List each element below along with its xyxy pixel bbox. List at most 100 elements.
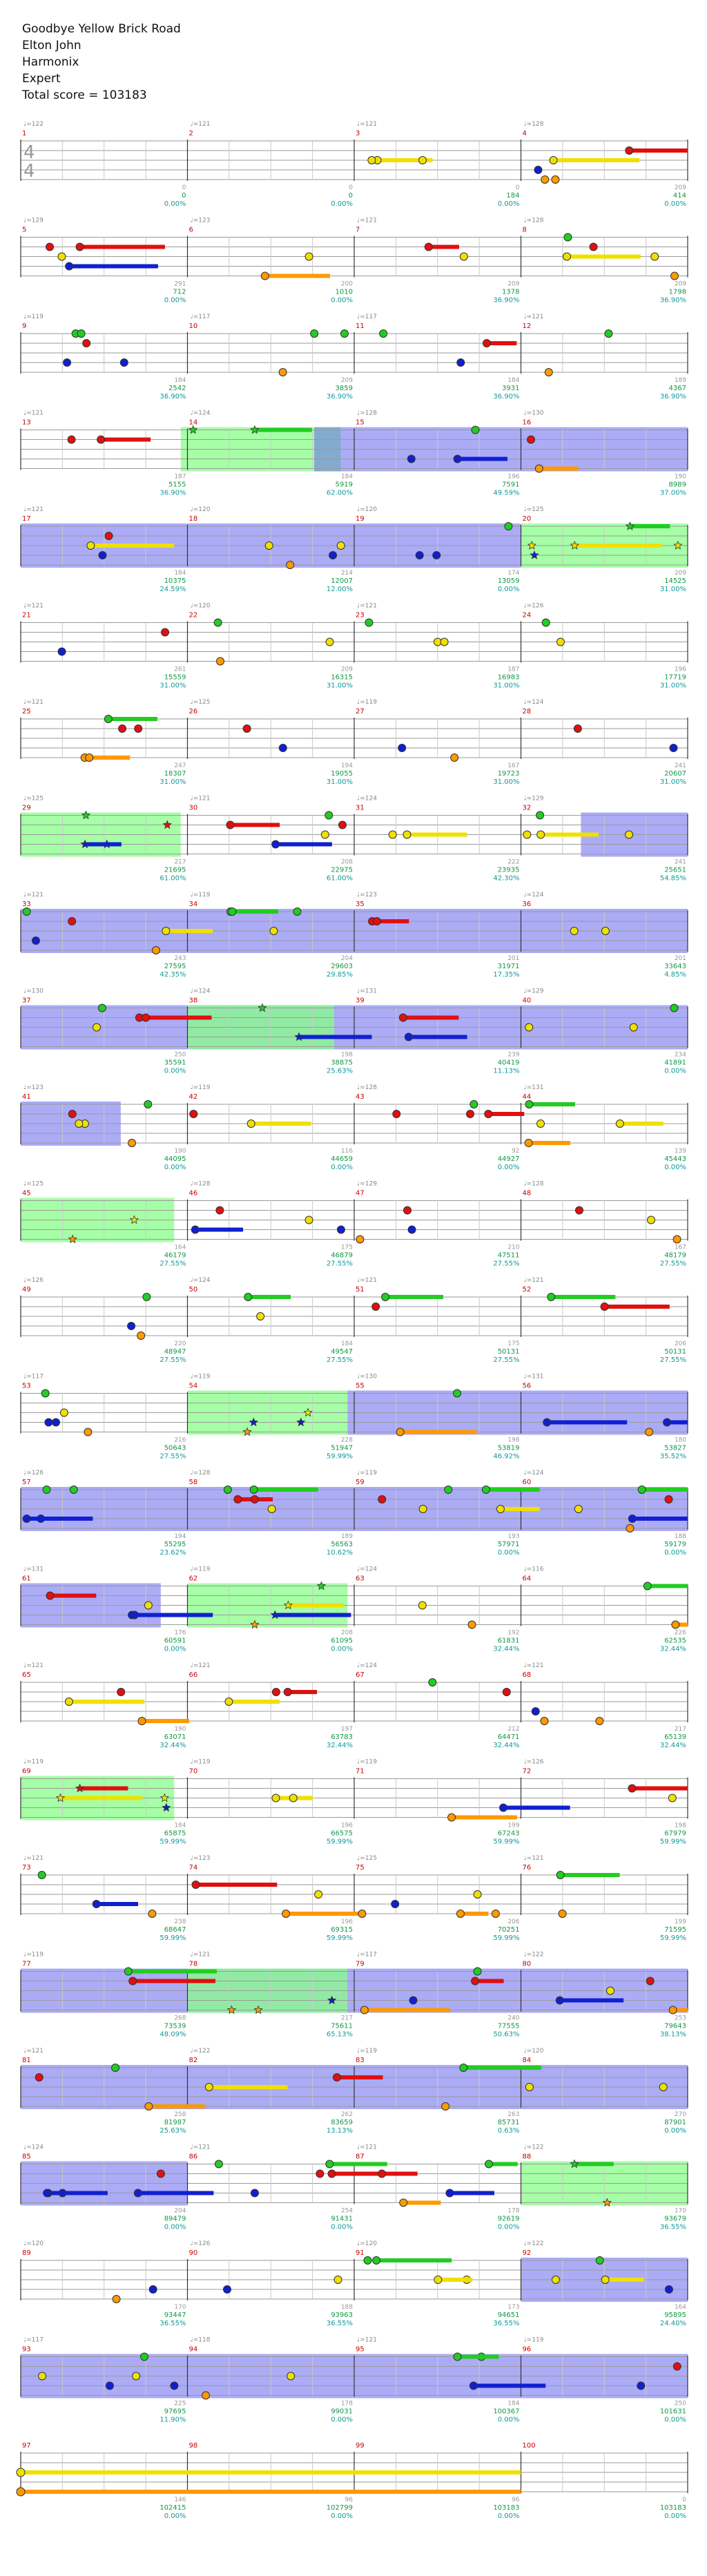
measure-number: 51 [356, 1286, 365, 1294]
note-gem [502, 1688, 511, 1696]
bpm-marker: ♩=121 [23, 2048, 43, 2055]
note-gem [286, 561, 295, 569]
overdrive-percent: 0.00% [164, 1068, 186, 1075]
overdrive-percent: 0.00% [664, 2416, 686, 2424]
measure-score: 1798 [669, 289, 686, 296]
overdrive-percent: 31.00% [159, 682, 186, 690]
measure-score: 91431 [331, 2215, 353, 2223]
measure-number: 44 [523, 1093, 532, 1101]
measure-number: 18 [189, 515, 198, 523]
measure-length: 96 [512, 2497, 520, 2503]
note-gem [444, 1486, 453, 1494]
note-gem [541, 618, 550, 627]
measure-number: 85 [22, 2153, 31, 2161]
measure-length: 178 [507, 2208, 519, 2215]
bpm-marker: ♩=126 [23, 1277, 43, 1284]
measure-number: 53 [22, 1383, 31, 1390]
measure-score: 44927 [498, 1155, 520, 1163]
note-gem [242, 724, 251, 733]
note-gem [615, 1119, 624, 1128]
measure-score: 53819 [498, 1445, 520, 1452]
measure-number: 76 [523, 1864, 532, 1872]
overdrive-percent: 0.00% [164, 1646, 186, 1653]
bpm-marker: ♩=124 [357, 796, 377, 802]
note-gem [191, 1225, 200, 1234]
measure-length: 209 [341, 666, 353, 673]
bpm-marker: ♩=121 [23, 1662, 43, 1669]
note-gem [97, 1003, 106, 1012]
note-gem [340, 329, 349, 338]
bpm-marker: ♩=119 [191, 1374, 211, 1381]
measure-score: 7591 [502, 481, 519, 489]
note-gem [35, 2073, 43, 2082]
bpm-marker: ♩=126 [191, 2240, 211, 2247]
measure-number: 71 [356, 1768, 365, 1776]
measure-number: 39 [356, 997, 365, 1005]
note-gem [128, 1139, 137, 1147]
overdrive-percent: 0.00% [664, 1164, 686, 1171]
measure-score: 23935 [498, 867, 520, 874]
overdrive-percent: 0.00% [498, 1549, 520, 1557]
measure-number: 59 [356, 1479, 365, 1486]
note-gem [367, 156, 376, 164]
note-gem [556, 1871, 565, 1879]
note-gem [469, 2381, 478, 2390]
measure-score: 67979 [664, 1830, 686, 1838]
overdrive-percent: 12.00% [327, 586, 353, 593]
bpm-marker: ♩=120 [357, 506, 377, 513]
note-gem [664, 2285, 673, 2294]
measure-length: 0 [349, 184, 353, 191]
note-gem [604, 329, 613, 338]
measure-length: 209 [507, 281, 519, 288]
measure-score: 35591 [164, 1059, 186, 1067]
overdrive-percent: 48.09% [159, 2031, 186, 2039]
measure-score: 93447 [164, 2311, 186, 2319]
measure-score: 44095 [164, 1155, 186, 1163]
note-gem [415, 551, 424, 559]
star-note [250, 425, 260, 434]
measure-length: 196 [341, 1919, 353, 1925]
measure-length: 217 [675, 1726, 686, 1733]
measure-length: 217 [341, 2015, 353, 2022]
measure-length: 96 [345, 2497, 354, 2503]
measure-number: 54 [189, 1383, 198, 1390]
note-gem [124, 1967, 133, 1976]
note-gem [601, 2276, 610, 2284]
measure-score: 64471 [498, 1733, 520, 1741]
note-gem [606, 1986, 614, 1995]
note-gem [484, 1110, 493, 1118]
overdrive-percent: 13.13% [327, 2127, 353, 2135]
note-gem [117, 1688, 126, 1696]
note-gem [523, 830, 532, 839]
measure-number: 22 [189, 612, 198, 619]
note-gem [250, 2189, 259, 2198]
bpm-marker: ♩=117 [357, 1952, 377, 1959]
overdrive-percent: 0.00% [164, 1164, 186, 1171]
measure-score: 89479 [164, 2215, 186, 2223]
star-note [81, 810, 91, 820]
overdrive-percent: 27.55% [660, 1260, 686, 1268]
note-gem [365, 618, 374, 627]
measure-number: 66 [189, 1671, 198, 1679]
note-gem [544, 368, 553, 376]
note-gem [260, 271, 269, 280]
overdrive-percent: 0.00% [164, 200, 186, 208]
note-gem [325, 637, 334, 646]
note-gem [278, 368, 287, 376]
note-gem [534, 166, 543, 174]
note-gem [282, 1910, 291, 1918]
measure-length: 253 [675, 2015, 686, 2022]
time-signature-top: 4 [23, 142, 35, 163]
measure-length: 92 [512, 1148, 519, 1155]
bpm-marker: ♩=119 [357, 1470, 377, 1477]
note-gem [204, 2083, 213, 2091]
overdrive-percent: 0.00% [164, 297, 186, 305]
measure-number: 52 [523, 1286, 532, 1294]
measure-score: 19723 [498, 770, 520, 778]
bpm-marker: ♩=121 [191, 121, 211, 128]
note-gem [441, 2102, 450, 2111]
measure-score: 85731 [498, 2119, 520, 2126]
note-gem [670, 271, 679, 280]
note-gem [82, 339, 91, 347]
